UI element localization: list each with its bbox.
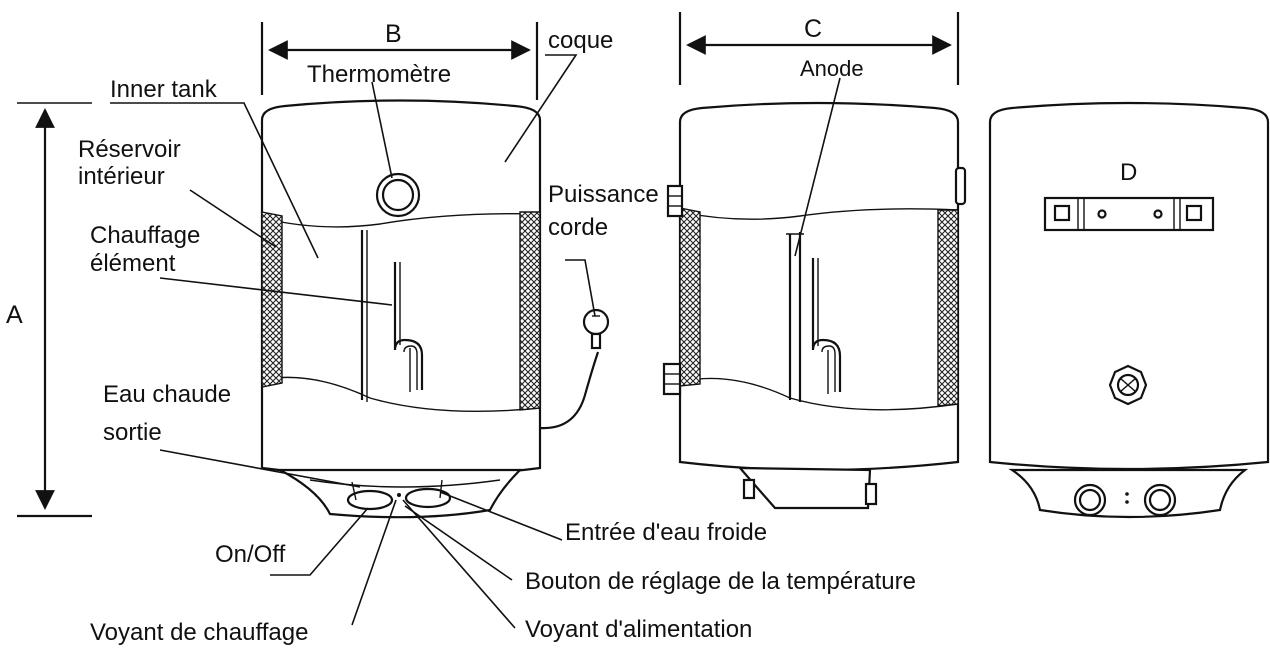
power-cord — [539, 308, 610, 430]
label-on-off: On/Off — [215, 541, 286, 568]
label-anode: Anode — [800, 56, 864, 81]
label-voyant-chauffage: Voyant de chauffage — [90, 619, 308, 646]
back-view-heater — [988, 101, 1270, 519]
dimension-label-c: C — [804, 15, 822, 43]
label-coque: coque — [548, 27, 613, 54]
dimension-label-a: A — [6, 301, 23, 329]
label-chauffage-line1: Chauffage — [90, 222, 200, 249]
labels: A B C D coque Inner tank Thermomètre Rés… — [6, 15, 1137, 646]
label-puissance-line1: Puissance — [548, 181, 659, 208]
dimension-label-d: D — [1120, 159, 1137, 186]
dimension-label-b: B — [385, 20, 402, 48]
dimension-a — [17, 102, 92, 518]
leader-lines — [110, 54, 841, 629]
side-view-heater — [662, 101, 967, 510]
label-thermometre: Thermomètre — [307, 61, 451, 88]
label-chauffage-line2: élément — [90, 250, 176, 277]
label-eau-chaude-line2: sortie — [103, 419, 162, 446]
label-entree-eau-froide: Entrée d'eau froide — [565, 519, 767, 546]
dimension-b — [260, 22, 539, 100]
label-voyant-alimentation: Voyant d'alimentation — [525, 616, 752, 643]
front-view-heater — [260, 99, 542, 519]
label-bouton-reglage: Bouton de réglage de la température — [525, 568, 916, 595]
label-reservoir-line1: Réservoir — [78, 136, 181, 163]
label-inner-tank: Inner tank — [110, 76, 218, 103]
dimension-c — [678, 12, 960, 85]
label-puissance-line2: corde — [548, 214, 608, 241]
label-reservoir-line2: intérieur — [78, 163, 165, 190]
label-eau-chaude-line1: Eau chaude — [103, 381, 231, 408]
